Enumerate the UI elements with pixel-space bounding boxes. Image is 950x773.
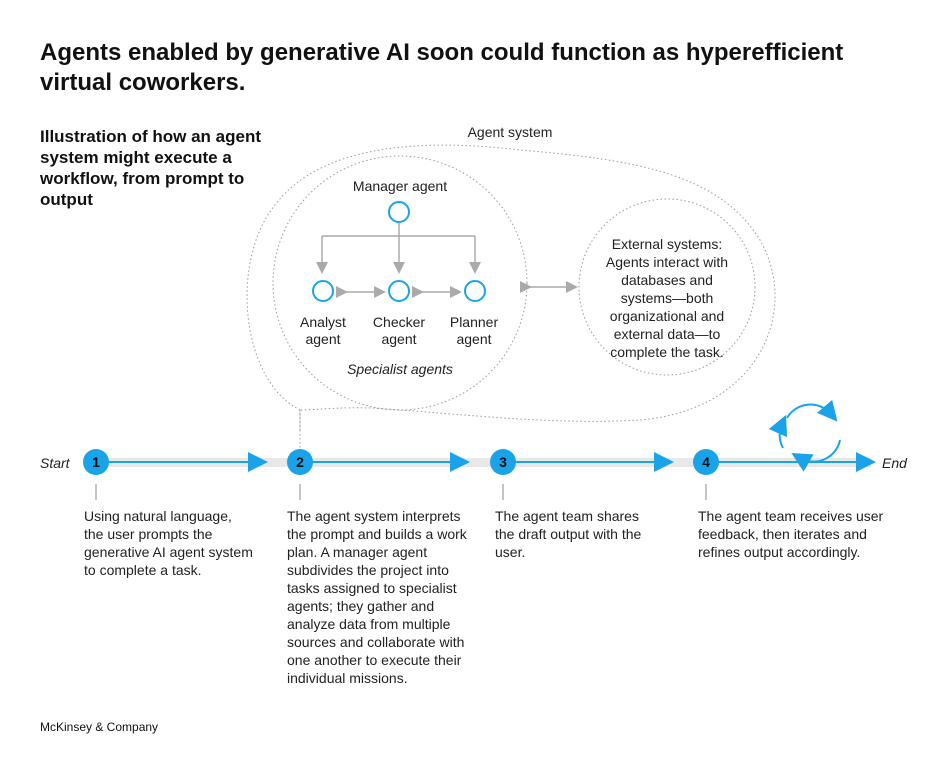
timeline-track	[96, 458, 871, 467]
end-label: End	[882, 455, 907, 471]
planner-agent-label: Planner agent	[449, 314, 499, 347]
page-subtitle: Illustration of how an agent system migh…	[40, 127, 261, 209]
step-1-description: Using natural language, the user prompts…	[84, 508, 253, 578]
manager-agent-node	[388, 201, 410, 223]
step-number-4: 4	[702, 454, 710, 470]
step-4-description: The agent team receives user feedback, t…	[698, 508, 884, 560]
step-number-2: 2	[296, 454, 304, 470]
manager-connectors	[316, 223, 481, 274]
step-node-1: 1	[83, 449, 109, 475]
step-node-4: 4	[693, 449, 719, 475]
step-3-description: The agent team shares the draft output w…	[495, 508, 642, 560]
agent-system-boundary	[246, 144, 776, 430]
step-2-description: The agent system interprets the prompt a…	[287, 508, 467, 686]
analyst-agent-node	[312, 280, 334, 302]
specialist-links	[336, 281, 578, 298]
step-number-1: 1	[92, 454, 100, 470]
external-systems-boundary	[578, 198, 756, 376]
step-number-3: 3	[499, 454, 507, 470]
analyst-agent-label: Analyst agent	[300, 314, 346, 347]
step-node-2: 2	[287, 449, 313, 475]
step-node-3: 3	[490, 449, 516, 475]
external-systems-label: External systems: Agents interact with d…	[605, 236, 729, 360]
checker-agent-label: Checker agent	[372, 314, 426, 347]
start-label: Start	[40, 455, 70, 471]
manager-agent-label: Manager agent	[352, 178, 448, 194]
planner-agent-node	[464, 280, 486, 302]
page-title: Agents enabled by generative AI soon cou…	[40, 39, 844, 96]
specialist-agents-label: Specialist agents	[347, 361, 453, 377]
agent-system-label: Agent system	[467, 124, 553, 140]
footer-brand: McKinsey & Company	[40, 720, 159, 734]
feedback-loop-icon	[768, 399, 841, 472]
checker-agent-node	[388, 280, 410, 302]
step-ticks	[95, 484, 707, 500]
